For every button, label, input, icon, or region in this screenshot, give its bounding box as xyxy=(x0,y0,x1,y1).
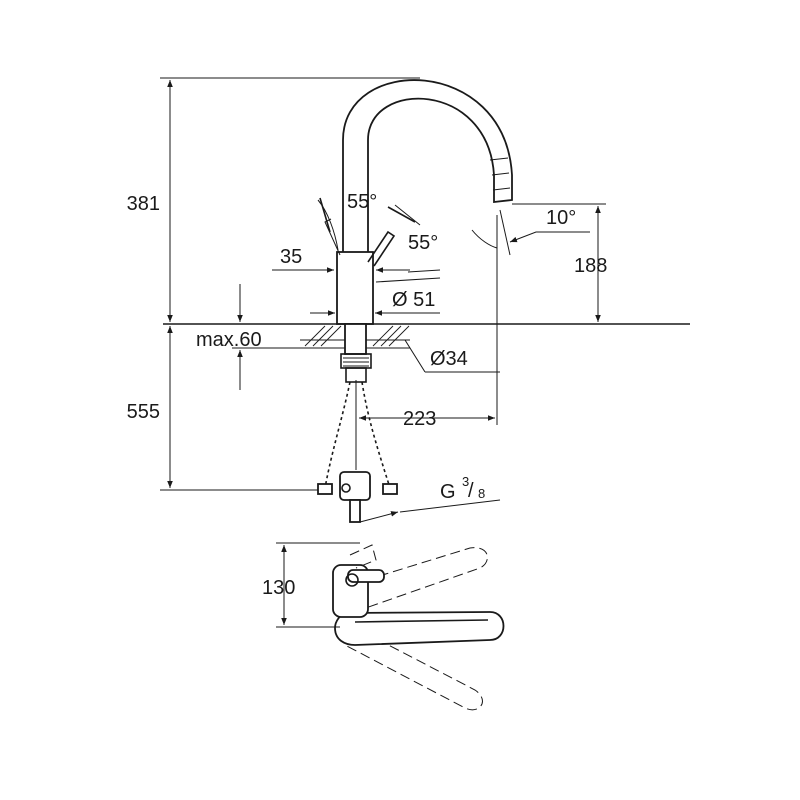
lever xyxy=(367,230,396,267)
dim-lever-width-label: 35 xyxy=(280,246,302,268)
spray-head-lines xyxy=(489,157,511,191)
dim-connection-denominator: 8 xyxy=(478,486,485,501)
supply-hoses xyxy=(317,381,398,523)
dim-lever-clearance-label: 130 xyxy=(262,577,295,599)
faucet-top-view xyxy=(332,544,505,711)
lever-ghost-top xyxy=(349,544,377,569)
dim-deck-thickness-label: max.60 xyxy=(196,329,262,351)
dim-total-height-label: 381 xyxy=(127,193,160,215)
dim-swivel-angle-left-label: 55° xyxy=(347,191,377,213)
dim-body-diameter: Ø 51 xyxy=(310,269,441,316)
dim-deck-thickness: max.60 xyxy=(196,284,300,390)
dim-hose-length-label: 555 xyxy=(127,401,160,423)
dim-connection-thread: G 3 / 8 xyxy=(359,474,501,523)
lever-swivel-arc xyxy=(317,199,339,251)
dim-spout-height-label: 188 xyxy=(574,255,607,277)
countertop-hatch xyxy=(304,325,410,347)
dim-total-height: 381 xyxy=(127,77,420,322)
spout-swivel-ghost-lower xyxy=(344,624,483,711)
dim-lever-clearance: 130 xyxy=(262,542,360,628)
dim-hole-diameter: Ø34 xyxy=(366,339,500,373)
faucet-side-view xyxy=(317,79,513,325)
dim-spout-tilt: 10° xyxy=(471,207,590,256)
lever-swivel-tick-left xyxy=(319,197,331,233)
dim-spout-height: 188 xyxy=(512,203,607,322)
lever-top xyxy=(347,569,385,583)
lever-swivel-leader xyxy=(394,204,421,226)
dim-connection-prefix: G xyxy=(440,481,456,503)
spout-swivel-ghost-upper xyxy=(349,547,488,611)
dim-reach-label: 223 xyxy=(403,408,436,430)
dim-connection-slash: / xyxy=(468,480,474,502)
lever-swivel-tick-right xyxy=(387,206,416,223)
mounting-shank xyxy=(340,323,372,383)
dim-connection-numerator: 3 xyxy=(462,474,469,489)
dim-spout-tilt-label: 10° xyxy=(546,207,576,229)
hose-weight xyxy=(339,471,371,501)
dim-lever-width: 35 xyxy=(272,246,410,273)
dim-swivel-angle-right-label: 55° xyxy=(408,232,438,254)
spout xyxy=(342,79,513,256)
dim-hose-length: 555 xyxy=(127,326,318,491)
dim-hole-diameter-label: Ø34 xyxy=(430,348,468,370)
dim-body-diameter-label: Ø 51 xyxy=(392,289,435,311)
dim-reach: 223 xyxy=(355,215,498,430)
faucet-body xyxy=(336,251,374,325)
